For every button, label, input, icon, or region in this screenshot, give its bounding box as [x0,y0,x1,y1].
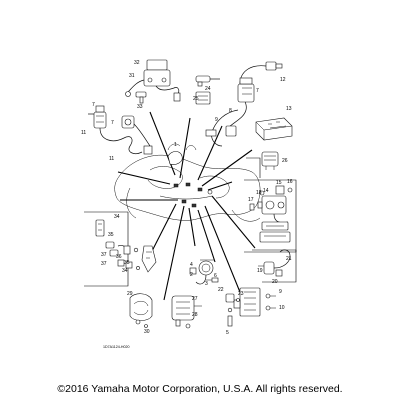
callout-7-left-lower: 7 [111,120,114,126]
callout-37-lower: 37 [101,261,107,267]
connector-24 [195,75,220,87]
callout-17: 17 [248,197,254,203]
callout-19: 19 [257,268,263,274]
callout-4: 4 [190,262,193,268]
callout-14: 14 [263,188,269,194]
small-sensor-33 [135,91,147,104]
part-1 [167,151,183,165]
callout-15: 15 [276,180,282,186]
callout-31: 31 [129,73,135,79]
connector-25 [195,91,211,105]
callout-12: 12 [280,77,286,83]
callout-1: 1 [174,142,177,148]
callout-34: 34 [114,214,120,220]
horn-29-30 [129,293,153,328]
rectifier-regulator [233,287,276,317]
callout-10: 10 [279,305,285,311]
callout-2: 2 [190,272,193,278]
callout-7-left-upper: 7 [92,102,95,108]
machine-outline [114,143,261,222]
callout-24: 24 [205,86,211,92]
callout-34-lower: 34 [122,268,128,274]
leader-lines [117,111,256,303]
callout-35: 35 [108,232,114,238]
sensor-bracket-assy [125,59,181,102]
brake-switch-group [95,219,157,273]
callout-23: 23 [238,291,244,297]
callout-7-top-right: 7 [256,88,259,94]
callout-18: 18 [256,190,262,196]
callout-11-left-upper: 11 [81,130,86,136]
callout-9-lower: 9 [279,289,282,295]
ignition-coil-assy-left [88,105,153,155]
callout-25: 25 [193,96,199,102]
callout-16: 16 [287,179,293,185]
callout-36: 36 [116,254,122,260]
ignition-coil-assy-right [205,61,283,147]
callout-21: 21 [286,256,292,262]
relay-26 [261,151,279,170]
ecu-unit [255,117,293,141]
callout-5: 5 [226,330,229,336]
part-6 [206,277,219,283]
callout-37-upper: 37 [101,252,107,258]
callout-27: 27 [192,296,198,302]
callout-9: 9 [215,117,218,123]
callout-11-left-lower: 11 [109,156,114,162]
callout-29: 29 [127,291,133,297]
sensor-19-20-21 [258,249,291,277]
parts-22-23-5 [225,293,240,327]
callout-13: 13 [286,106,292,112]
callout-26: 26 [282,158,288,164]
callout-33: 33 [137,104,143,110]
callout-6: 6 [214,273,217,279]
callout-30: 30 [144,329,150,335]
sensor-cluster-right [249,185,293,243]
callout-8: 8 [229,108,232,114]
callout-20: 20 [272,279,278,285]
callout-numbers: 32 31 33 24 25 12 7 8 9 13 26 7 7 11 11 … [81,60,293,336]
callout-32: 32 [134,60,140,66]
horn-27-28 [171,295,202,329]
diagram-code: 1D7A1124-H020 [103,345,130,349]
callout-28: 28 [192,312,198,318]
callout-35-lower: 35 [124,260,130,266]
callout-22: 22 [218,287,224,293]
callout-3: 3 [205,281,208,287]
starter-relay [189,259,214,285]
copyright-notice: ©2016 Yamaha Motor Corporation, U.S.A. A… [57,383,343,395]
